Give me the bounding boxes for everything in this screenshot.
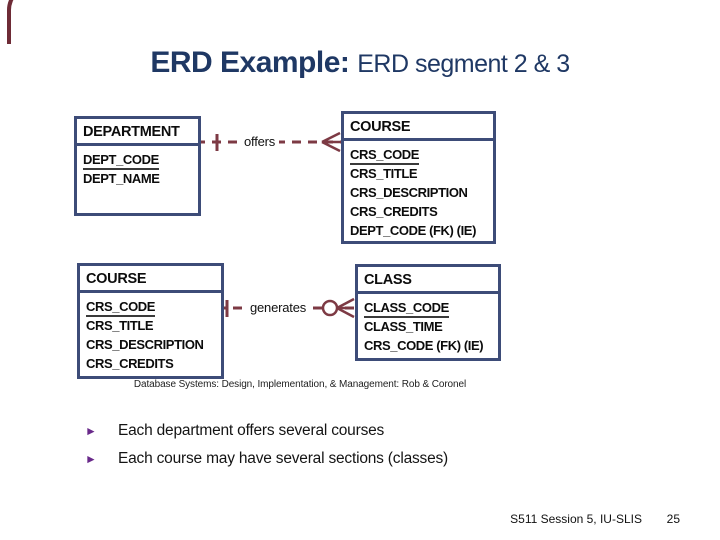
attribute-row: DEPT_CODE [83, 150, 192, 170]
attribute-row: CRS_DESCRIPTION [86, 337, 204, 352]
list-item: ► Each department offers several courses [85, 421, 645, 441]
generates-optional-circle-icon [321, 299, 339, 317]
entity-course-bottom-attributes: CRS_CODE CRS_TITLE CRS_DESCRIPTION CRS_C… [80, 293, 221, 373]
bullet-list: ► Each department offers several courses… [85, 421, 645, 477]
attribute-row: CRS_CODE [86, 297, 215, 317]
entity-class: CLASS CLASS_CODE CLASS_TIME CRS_CODE (FK… [355, 264, 501, 361]
entity-course-top-attributes: CRS_CODE CRS_TITLE CRS_DESCRIPTION CRS_C… [344, 141, 493, 240]
attribute-row: CRS_CODE [350, 145, 487, 165]
attribute-row: CLASS_CODE [364, 298, 492, 318]
entity-course-top-title: COURSE [344, 114, 493, 141]
offers-crow-foot-icon [321, 131, 341, 153]
source-citation: Database Systems: Design, Implementation… [133, 379, 467, 390]
attribute-row: CRS_DESCRIPTION [350, 185, 468, 200]
entity-department: DEPARTMENT DEPT_CODE DEPT_NAME [74, 116, 201, 216]
page-title: ERD Example: ERD segment 2 & 3 [0, 46, 720, 80]
bullet-text: Each department offers several courses [118, 422, 385, 439]
offers-relationship-label: offers [240, 134, 280, 150]
page-title-main: ERD Example: [150, 46, 358, 79]
attribute-row: DEPT_CODE (FK) (IE) [350, 223, 477, 238]
attribute-row: DEPT_NAME [83, 171, 160, 186]
entity-course-bottom-title: COURSE [80, 266, 221, 293]
attribute-row: CRS_TITLE [350, 166, 418, 181]
attribute-row: CRS_CODE (FK) (IE) [364, 338, 484, 353]
generates-crow-foot-icon [336, 297, 355, 319]
entity-course-bottom: COURSE CRS_CODE CRS_TITLE CRS_DESCRIPTIO… [77, 263, 224, 379]
attribute-row: CLASS_TIME [364, 319, 443, 334]
entity-class-attributes: CLASS_CODE CLASS_TIME CRS_CODE (FK) (IE) [358, 294, 498, 355]
footer-page-number: 25 [666, 512, 680, 526]
entity-department-title: DEPARTMENT [77, 119, 198, 146]
entity-class-title: CLASS [358, 267, 498, 294]
bullet-triangle-icon: ► [85, 452, 97, 466]
list-item: ► Each course may have several sections … [85, 449, 645, 469]
entity-course-top: COURSE CRS_CODE CRS_TITLE CRS_DESCRIPTIO… [341, 111, 496, 244]
bullet-text: Each course may have several sections (c… [118, 450, 449, 467]
attribute-row: CRS_TITLE [86, 318, 154, 333]
footer-session-label: S511 Session 5, IU-SLIS [510, 512, 642, 526]
generates-relationship-label: generates [246, 300, 311, 316]
corner-border-decoration [7, 0, 37, 44]
attribute-row: CRS_CREDITS [350, 204, 438, 219]
entity-department-attributes: DEPT_CODE DEPT_NAME [77, 146, 198, 188]
attribute-row: CRS_CREDITS [86, 356, 174, 371]
bullet-triangle-icon: ► [85, 424, 97, 438]
page-title-sub: ERD segment 2 & 3 [357, 50, 570, 78]
